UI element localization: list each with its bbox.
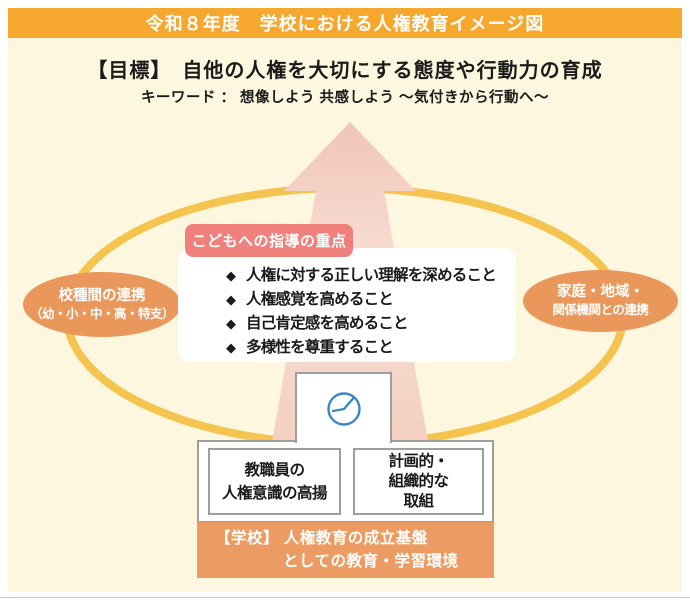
guidance-item-text: 多様性を尊重すること [246, 339, 394, 356]
school-foundation-line1: 【学校】 人権教育の成立基盤 [215, 530, 428, 547]
planned-efforts-line3: 取組 [403, 492, 434, 510]
guidance-item: ◆ 自己肯定感を高めること [226, 312, 508, 336]
goal-text: 【目標】 自他の人権を大切にする態度や行動力の育成 [87, 60, 603, 82]
diagram-canvas: 【目標】 自他の人権を大切にする態度や行動力の育成 キーワード ： 想像しよう … [8, 38, 682, 592]
staff-awareness-box: 教職員の 人権意識の高揚 [208, 448, 341, 515]
guidance-box: ◆ 人権に対する正しい理解を深めること ◆ 人権感覚を高めること ◆ 自己肯定感を高め… [178, 248, 516, 362]
school-linkage-line2: （幼・小・中・高・特支） [29, 306, 175, 321]
diamond-bullet-icon: ◆ [226, 316, 236, 331]
guidance-item-text: 自己肯定感を高めること [246, 315, 409, 332]
diamond-bullet-icon: ◆ [226, 340, 236, 355]
page-title: 令和８年度 学校における人権教育イメージ図 [145, 14, 545, 34]
guidance-item: ◆ 多様性を尊重すること [226, 336, 508, 360]
community-linkage-bubble: 家庭・地域・ 関係機関との連携 [523, 270, 678, 332]
school-foundation-line2: としての教育・学習環境 [283, 553, 459, 570]
guidance-badge: こどもへの指導の重点 [185, 224, 353, 257]
page-bottom-border [0, 597, 690, 598]
diamond-bullet-icon: ◆ [226, 292, 236, 307]
guidance-list: ◆ 人権に対する正しい理解を深めること ◆ 人権感覚を高めること ◆ 自己肯定感を高め… [178, 248, 516, 360]
school-linkage-line1: 校種間の連携 [58, 287, 146, 304]
planned-efforts-line1: 計画的・ [388, 452, 449, 470]
staff-awareness-line1: 教職員の [244, 461, 305, 479]
guidance-item-text: 人権感覚を高めること [246, 291, 394, 308]
community-linkage-line2: 関係機関との連携 [552, 303, 649, 317]
diamond-bullet-icon: ◆ [226, 268, 236, 283]
keyword-text: キーワード ： 想像しよう 共感しよう ～気付きから行動へ～ [140, 90, 550, 106]
guidance-item: ◆ 人権に対する正しい理解を深めること [226, 264, 508, 288]
school-foundation-base: 【学校】 人権教育の成立基盤 としての教育・学習環境 [197, 522, 494, 578]
school-linkage-bubble: 校種間の連携 （幼・小・中・高・特支） [23, 272, 181, 337]
guidance-item-text: 人権に対する正しい理解を深めること [246, 267, 497, 284]
planned-efforts-box: 計画的・ 組織的な 取組 [353, 448, 484, 515]
staff-awareness-line2: 人権意識の高揚 [221, 484, 328, 502]
clock-box [295, 372, 392, 443]
title-bar: 令和８年度 学校における人権教育イメージ図 [8, 8, 682, 38]
planned-efforts-line2: 組織的な [388, 472, 449, 490]
community-linkage-line1: 家庭・地域・ [557, 284, 644, 300]
guidance-item: ◆ 人権感覚を高めること [226, 288, 508, 312]
clock-icon [326, 391, 361, 426]
